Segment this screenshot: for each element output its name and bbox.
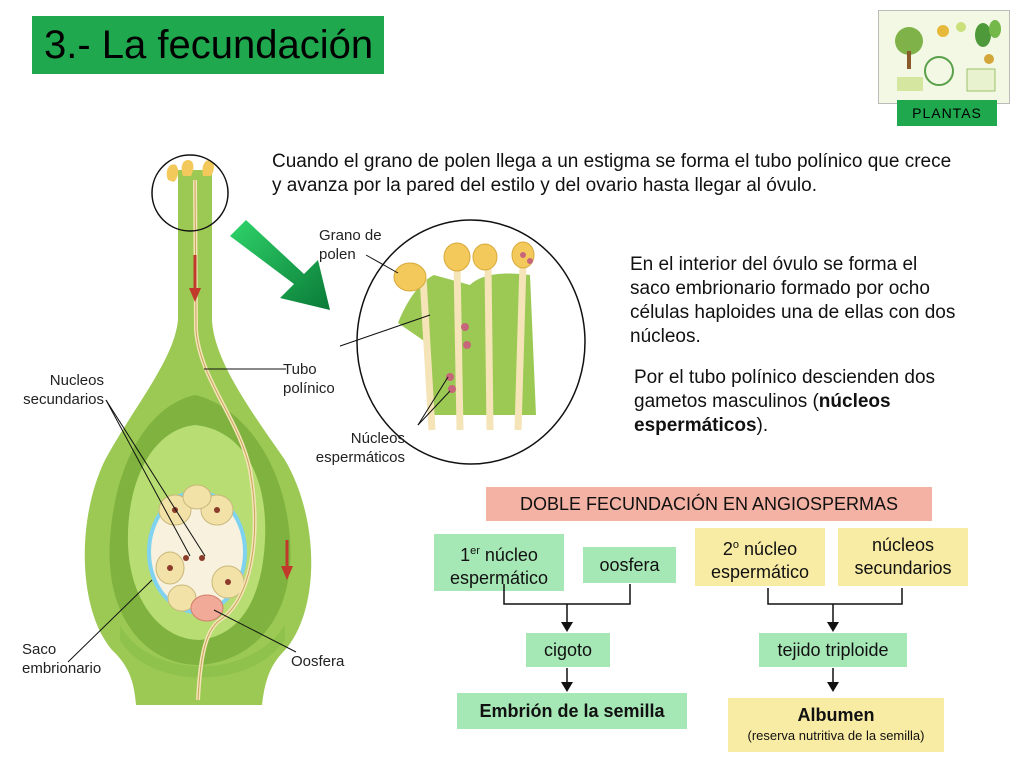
box-nucleos-secundarios: núcleos secundarios: [838, 528, 968, 586]
label-grano-line1: Grano de: [319, 227, 382, 244]
page-title: 3.- La fecundación: [32, 16, 384, 74]
n1-number: 1: [460, 545, 471, 565]
paragraph-gametos-a: Por el tubo polínico descienden dos game…: [634, 367, 936, 412]
stigma-zoom-diagram: [340, 219, 586, 465]
plant-cycle-thumbnail[interactable]: [878, 10, 1010, 104]
n2-number: 2: [722, 539, 733, 559]
plant-cycle-thumbnail-graphic: [895, 20, 1001, 92]
n1-text: núcleo: [479, 545, 538, 565]
label-nucsec-line2: secundarios: [23, 391, 104, 408]
label-nucesp-line2: espermáticos: [315, 449, 405, 466]
label-saco-embrionario: Saco embrionario: [22, 640, 101, 678]
n1-sup: er: [470, 545, 480, 557]
box-embrion: Embrión de la semilla: [457, 693, 687, 729]
oosfera-cell: [190, 594, 224, 622]
box-albumen-subtitle: (reserva nutritiva de la semilla): [747, 728, 925, 743]
n2-sup: o: [732, 539, 740, 551]
box-tejido-triploide: tejido triploide: [759, 633, 907, 667]
stigma-highlight-circle: [151, 154, 229, 232]
box-primer-nucleo: 1er núcleo espermático: [434, 534, 564, 591]
label-tubo-line2: polínico: [283, 380, 335, 397]
label-saco-line2: embrionario: [22, 660, 102, 677]
label-grano-line2: polen: [319, 246, 356, 263]
label-nucleos-secundarios: Nucleos secundarios: [12, 371, 104, 409]
label-nucleos-espermaticos: Núcleos espermáticos: [303, 429, 405, 467]
label-nucesp-line1: Núcleos: [350, 430, 405, 447]
n2-text: núcleo: [739, 539, 798, 559]
label-oosfera: Oosfera: [291, 653, 345, 670]
label-tubo-polinico: Tubo polínico: [283, 360, 335, 398]
box-segundo-nucleo: 2o núcleo espermático: [695, 528, 825, 586]
box-albumen-title: Albumen: [797, 705, 875, 725]
paragraph-gametos: Por el tubo polínico descienden dos game…: [634, 366, 964, 438]
box-cigoto: cigoto: [526, 633, 610, 667]
box-segundo-nucleo-line1: 2o núcleo: [695, 534, 825, 561]
box-oosfera: oosfera: [583, 547, 676, 583]
plantas-badge[interactable]: PLANTAS: [897, 100, 997, 126]
box-albumen: Albumen (reserva nutritiva de la semilla…: [728, 698, 944, 752]
label-grano-polen: Grano de polen: [319, 226, 382, 264]
label-tubo-line1: Tubo: [283, 361, 317, 378]
box-segundo-nucleo-line2: espermático: [710, 562, 810, 582]
paragraph-gametos-c: ).: [756, 415, 769, 436]
pistil-diagram: [67, 154, 312, 705]
diagonal-arrow-icon: [230, 220, 330, 310]
scheme-connectors: [503, 584, 903, 692]
paragraph-gametos-bold: núcleos espermáticos: [634, 391, 891, 436]
box-primer-nucleo-line1: 1er núcleo: [434, 540, 564, 567]
box-nucsec-line2: secundarios: [854, 558, 952, 578]
box-primer-nucleo-line2: espermático: [449, 568, 549, 588]
label-nucsec-line1: Nucleos: [49, 372, 104, 389]
paragraph-saco-embrionario: En el interior del óvulo se forma el sac…: [630, 254, 956, 347]
label-saco-line1: Saco: [22, 641, 57, 658]
box-nucsec-line1: núcleos: [871, 535, 935, 555]
paragraph-tubo-polinico: Cuando el grano de polen llega a un esti…: [272, 151, 952, 196]
scheme-header: DOBLE FECUNDACIÓN EN ANGIOSPERMAS: [486, 487, 932, 521]
